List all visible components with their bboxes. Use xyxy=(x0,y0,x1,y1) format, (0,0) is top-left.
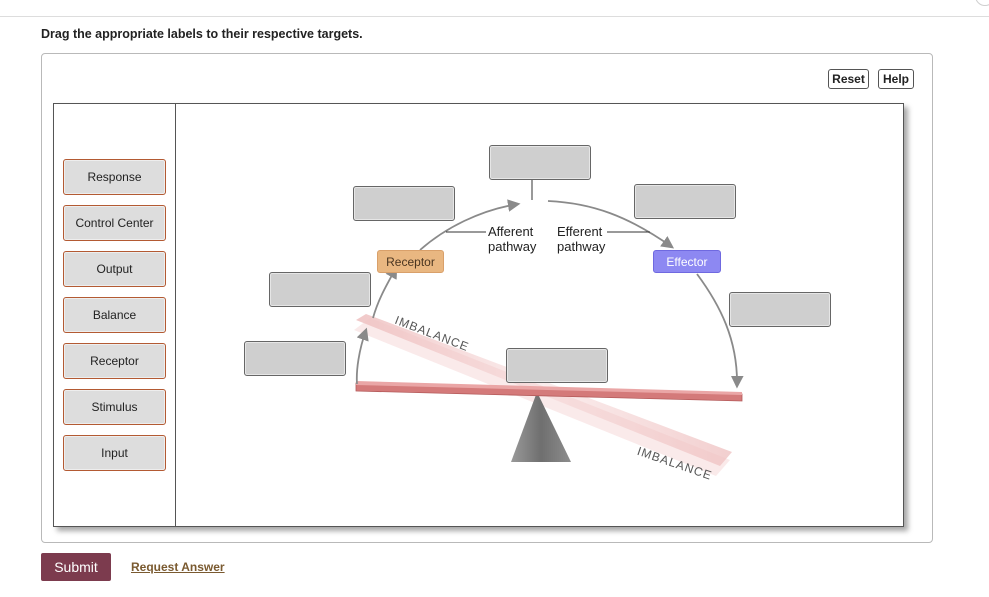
drop-target-balance[interactable] xyxy=(506,348,608,383)
arrow-effector-to-response-icon xyxy=(696,273,744,389)
arrow-stimulus-to-receptor-icon xyxy=(355,327,369,385)
arrow-afferent-icon xyxy=(419,199,521,251)
arrow-efferent-icon xyxy=(547,200,675,249)
effector-badge: Effector xyxy=(653,250,721,273)
label-input[interactable]: Input xyxy=(63,435,166,471)
receptor-badge: Receptor xyxy=(377,250,444,273)
instruction-text: Drag the appropriate labels to their res… xyxy=(41,27,363,41)
drop-target-control-center[interactable] xyxy=(489,145,591,180)
efferent-pathway-label: Efferent pathway xyxy=(557,224,606,254)
submit-button[interactable]: Submit xyxy=(41,553,111,581)
label-stimulus[interactable]: Stimulus xyxy=(63,389,166,425)
reset-button[interactable]: Reset xyxy=(828,69,869,89)
level-beam xyxy=(355,381,743,402)
top-divider xyxy=(0,16,989,17)
fulcrum-icon xyxy=(511,392,571,462)
label-output[interactable]: Output xyxy=(63,251,166,287)
arrow-to-receptor-icon xyxy=(372,265,398,319)
drop-target-afferent[interactable] xyxy=(353,186,455,221)
label-receptor[interactable]: Receptor xyxy=(63,343,166,379)
drop-target-receptor[interactable] xyxy=(269,272,371,307)
label-control-center[interactable]: Control Center xyxy=(63,205,166,241)
label-response[interactable]: Response xyxy=(63,159,166,195)
label-bank xyxy=(53,103,176,527)
drop-target-efferent[interactable] xyxy=(634,184,736,219)
request-answer-link[interactable]: Request Answer xyxy=(131,560,225,574)
drop-target-response[interactable] xyxy=(729,292,831,327)
label-balance[interactable]: Balance xyxy=(63,297,166,333)
help-button[interactable]: Help xyxy=(878,69,914,89)
afferent-pathway-label: Afferent pathway xyxy=(488,224,537,254)
drop-target-stimulus[interactable] xyxy=(244,341,346,376)
